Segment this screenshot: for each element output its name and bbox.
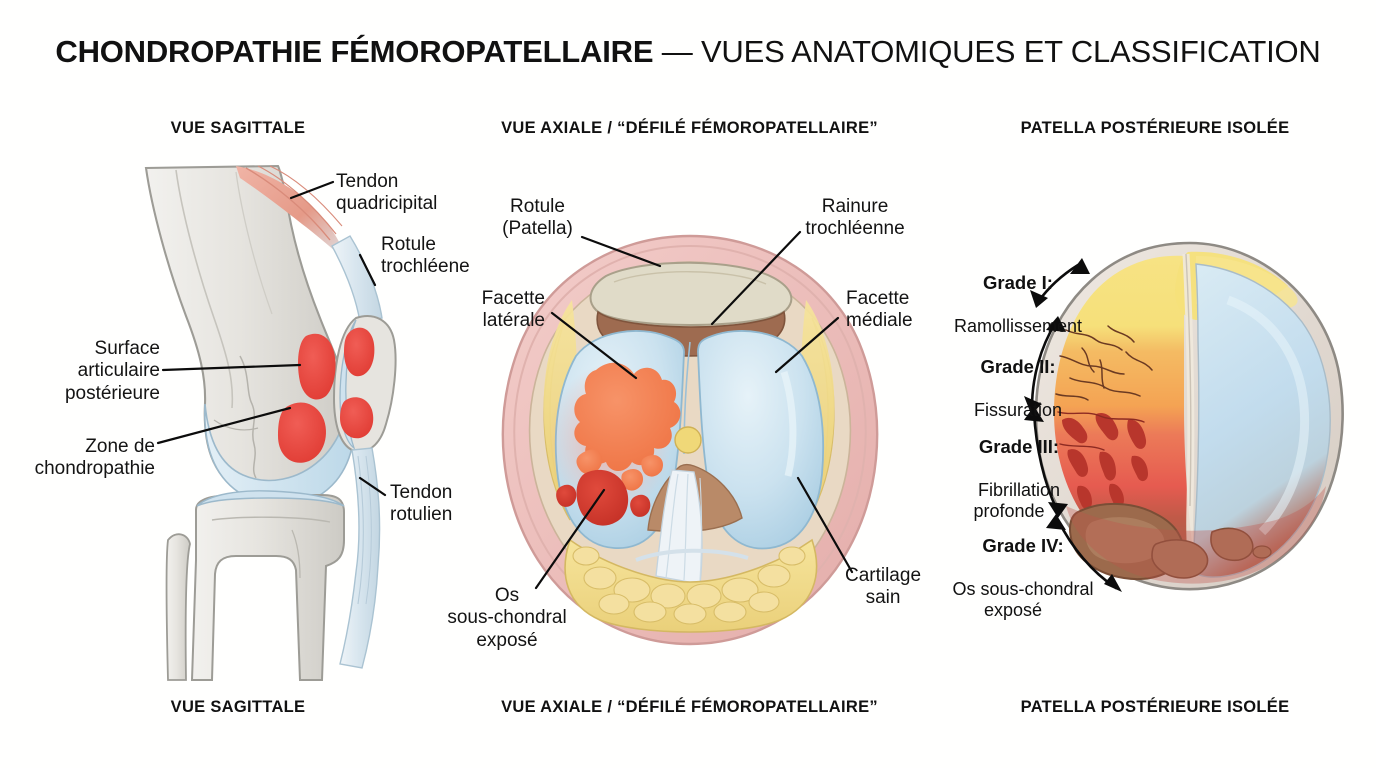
page-title-strong: CHONDROPATHIE FÉMOROPATELLAIRE: [55, 34, 654, 69]
column-footer-sagittal: VUE SAGITTALE: [170, 698, 306, 716]
grade-4-title: Grade IV:: [982, 534, 1064, 556]
grade-4-label: Grade IV: Os sous-chondral exposé: [918, 513, 1108, 644]
patellar-tendon: [339, 447, 381, 669]
label-cartilage-sain: Cartilage sain: [844, 565, 922, 609]
chondropathy-lesions-sagittal: [278, 327, 375, 463]
grade-2-desc: Fissuration: [973, 399, 1063, 420]
fibula-bone: [165, 533, 191, 681]
axial-leader-lines: [534, 230, 854, 590]
column-footer-patella: PATELLA POSTÉRIEURE ISOLÉE: [1020, 698, 1290, 716]
label-zone-de-chondropathie: Zone de chondropathie: [34, 436, 155, 480]
grade-1-label: Grade I: Ramollissement: [928, 250, 1088, 359]
grade3-fibrillation: [1062, 412, 1148, 510]
sagittal-leader-lines: [156, 180, 387, 497]
label-facette-laterale: Facette latérale: [481, 288, 545, 332]
grade-arrows: [1024, 258, 1122, 592]
column-header-patella: PATELLA POSTÉRIEURE ISOLÉE: [1020, 119, 1290, 137]
label-surface-articulaire-posterieure: Surface articulaire postérieure: [64, 338, 160, 404]
label-os-sous-chondral-expose: Os sous-chondral exposé: [447, 585, 567, 651]
column-footer-axial: VUE AXIALE / “DÉFILÉ FÉMOROPATELLAIRE”: [501, 698, 878, 716]
label-facette-mediale: Facette médiale: [846, 288, 913, 332]
patella-medial-facet-healthy: [1191, 263, 1331, 578]
column-header-sagittal: VUE SAGITTALE: [170, 119, 306, 137]
column-header-axial: VUE AXIALE / “DÉFILÉ FÉMOROPATELLAIRE”: [501, 119, 878, 137]
grade-3-title: Grade III:: [978, 435, 1060, 457]
cartilage-lesion-axial: [548, 362, 681, 526]
grade-2-label: Grade II: Fissuration: [928, 334, 1088, 443]
tibial-plateau-cartilage: [196, 490, 345, 507]
label-tendon-rotulien: Tendon rotulien: [390, 482, 453, 526]
grade-3-desc: Fibrillation profonde: [973, 479, 1061, 522]
grade-3-label: Grade III: Fibrillation profonde: [928, 414, 1090, 545]
infrapatellar-fat-pad: [564, 538, 818, 633]
label-tendon-quadricipital: Tendon quadricipital: [336, 171, 438, 215]
grade-1-desc: Ramollissement: [953, 315, 1083, 336]
grade2-fissures: [1055, 325, 1153, 401]
intercondylar-notch: [635, 426, 749, 585]
label-rotule-trochleene: Rotule trochléene: [381, 234, 470, 278]
grade-4-desc: Os sous-chondral exposé: [952, 578, 1094, 621]
grade-1-title: Grade I:: [983, 271, 1053, 293]
label-rainure-trochleenne: Rainure trochléenne: [805, 196, 905, 240]
grade-2-title: Grade II:: [980, 355, 1056, 377]
page-title-light: — VUES ANATOMIQUES ET CLASSIFICATION: [653, 34, 1321, 69]
grade4-exposed-bone: [1069, 503, 1272, 580]
label-rotule-patella: Rotule (Patella): [502, 196, 573, 240]
page-title: CHONDROPATHIE FÉMOROPATELLAIRE — VUES AN…: [0, 34, 1376, 70]
